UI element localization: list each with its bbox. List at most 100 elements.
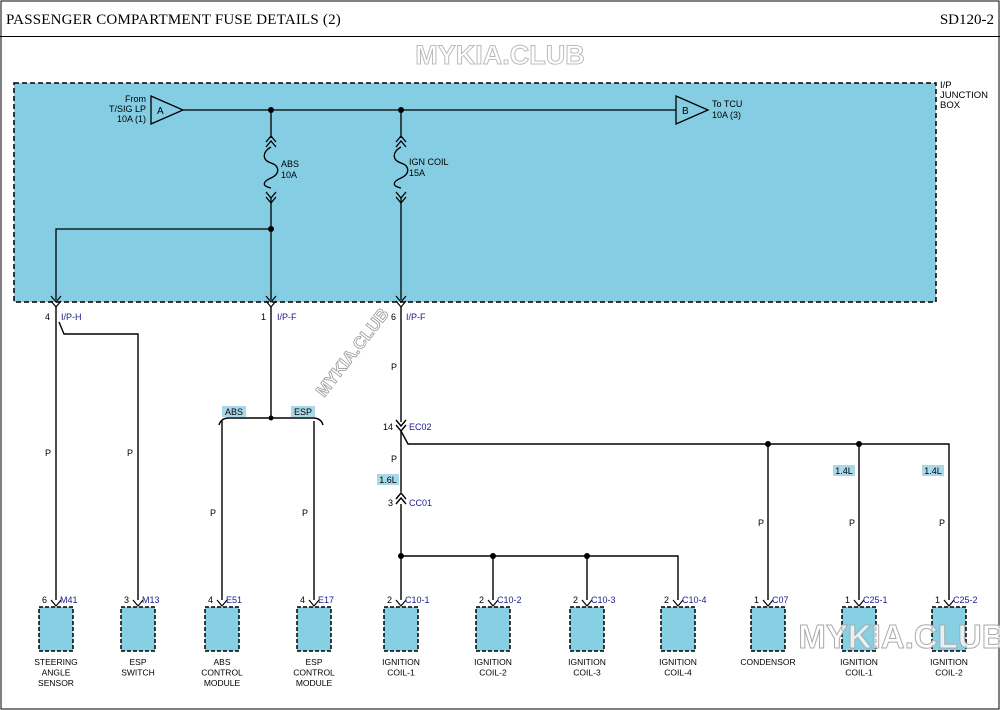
component-label: SWITCH xyxy=(121,668,155,678)
connector-chevron-icon xyxy=(581,599,593,607)
component-label: ANGLE xyxy=(42,668,71,678)
watermark-top: MYKIA.CLUB xyxy=(415,40,585,70)
watermark-diagonal: MYKIA.CLUB xyxy=(312,305,393,401)
option-tag-16l xyxy=(377,474,399,485)
jb-pin-number: 4 xyxy=(45,312,50,322)
connector-chevron-icon xyxy=(762,599,774,607)
component-box xyxy=(750,606,786,652)
junction-box-label-1: I/P xyxy=(940,80,952,91)
diagram-header: PASSENGER COMPARTMENT FUSE DETAILS (2) S… xyxy=(0,0,1000,37)
component-connector: C25-1 xyxy=(863,595,888,605)
component-label: COIL-1 xyxy=(845,668,873,678)
component-box xyxy=(38,606,74,652)
wire-color: P xyxy=(210,508,216,518)
junction-box-label-2: JUNCTION xyxy=(940,90,988,101)
splice-connector: EC02 xyxy=(409,422,432,432)
option-tag-14l xyxy=(833,465,855,476)
component-connector: M41 xyxy=(60,595,78,605)
option-tag-14l xyxy=(922,465,944,476)
component-box xyxy=(204,606,240,652)
component-label: COIL-3 xyxy=(573,668,601,678)
jb-pin-number: 1 xyxy=(261,312,266,322)
component-box xyxy=(660,606,696,652)
component-pin-number: 4 xyxy=(208,595,213,605)
option-tag-esp-text: ESP xyxy=(294,407,312,417)
splice-pin-number: 3 xyxy=(388,498,393,508)
component-box xyxy=(475,606,511,652)
component-label: COIL-2 xyxy=(935,668,963,678)
component-label: IGNITION xyxy=(659,657,697,667)
splice-dot xyxy=(398,107,404,113)
jb-pin-connector: I/P-F xyxy=(277,312,297,322)
component-label: IGNITION xyxy=(382,657,420,667)
component-label: MODULE xyxy=(296,678,333,688)
splice-dot xyxy=(268,415,274,421)
component-pin-number: 2 xyxy=(664,595,669,605)
component-label: IGNITION xyxy=(930,657,968,667)
component-pin-number: 1 xyxy=(845,595,850,605)
option-tag-abs-text: ABS xyxy=(225,407,243,417)
connector-a-arrow-icon xyxy=(150,95,185,125)
component-label: ESP xyxy=(305,657,322,667)
jb-pin-connector: I/P-H xyxy=(61,312,82,322)
input-source-label: T/SIG LP xyxy=(109,104,146,114)
component-connector: C10-3 xyxy=(591,595,616,605)
component-label: COIL-1 xyxy=(387,668,415,678)
option-tag-16l-text: 1.6L xyxy=(379,475,397,485)
splice-dot xyxy=(398,553,404,559)
output-fuse-label: 10A (3) xyxy=(712,110,741,120)
option-tag-14l-text: 1.4L xyxy=(924,466,942,476)
component-connector: E51 xyxy=(226,595,242,605)
junction-box-label-3: BOX xyxy=(940,100,961,111)
component-box xyxy=(120,606,156,652)
connector-chevron-icon xyxy=(308,599,320,607)
output-dest-label: To TCU xyxy=(712,99,742,109)
splice-dot xyxy=(268,107,274,113)
component-box xyxy=(931,606,967,652)
wire-color-labels: P P P P P P P P P xyxy=(45,362,945,528)
component-connector: E17 xyxy=(318,595,334,605)
junction-box xyxy=(13,82,937,303)
splice-dot xyxy=(584,553,590,559)
component-label: COIL-2 xyxy=(479,668,507,678)
watermark-bottom: MYKIA.CLUB xyxy=(798,618,1000,655)
component-label: IGNITION xyxy=(840,657,878,667)
component-box xyxy=(296,606,332,652)
wire-color: P xyxy=(758,518,764,528)
connector-chevron-icon xyxy=(853,599,865,607)
component-connector: M13 xyxy=(142,595,160,605)
wire-color: P xyxy=(302,508,308,518)
input-from-label: From xyxy=(125,94,146,104)
component-pin-number: 1 xyxy=(754,595,759,605)
component-box xyxy=(569,606,605,652)
wire-color: P xyxy=(391,362,397,372)
connector-chevron-icon xyxy=(132,599,144,607)
component-pin-number: 4 xyxy=(300,595,305,605)
option-tag-abs xyxy=(222,406,246,417)
fuse-abs-rating: 10A xyxy=(281,170,297,180)
component-pin-number: 2 xyxy=(479,595,484,605)
component-box xyxy=(841,606,877,652)
connector-chevron-icon xyxy=(943,599,955,607)
connector-chevron-icon xyxy=(487,599,499,607)
component-label: IGNITION xyxy=(474,657,512,667)
splice-dot xyxy=(765,441,771,447)
wire-color: P xyxy=(849,518,855,528)
splice-dot xyxy=(268,226,274,232)
fuse-ign-coil-rating: 15A xyxy=(409,168,425,178)
diagram-title: PASSENGER COMPARTMENT FUSE DETAILS (2) xyxy=(6,12,341,28)
external-wiring xyxy=(55,307,950,600)
component-label: ESP xyxy=(129,657,146,667)
jb-pin-number: 6 xyxy=(391,312,396,322)
wire-color: P xyxy=(127,448,133,458)
component-connector: C10-1 xyxy=(405,595,430,605)
component-pin-number: 2 xyxy=(573,595,578,605)
component-label: COIL-4 xyxy=(664,668,692,678)
